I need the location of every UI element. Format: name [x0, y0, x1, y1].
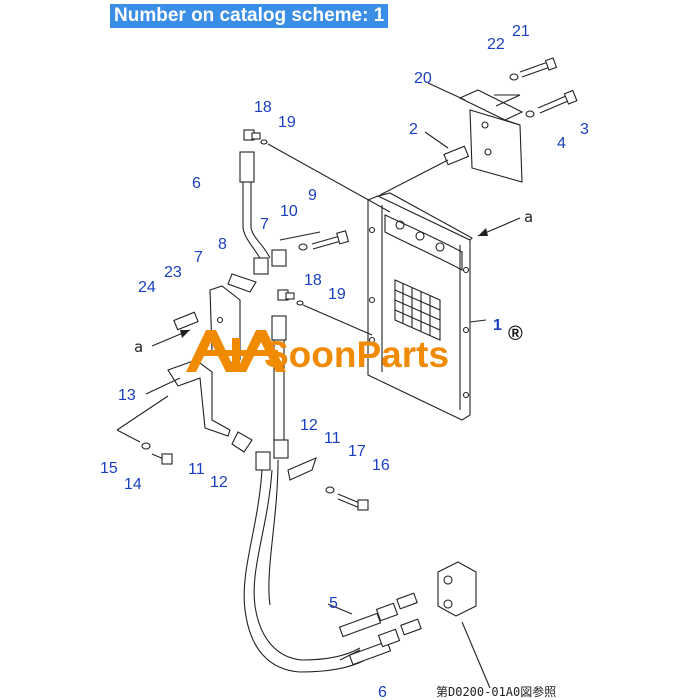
label-5: 5	[329, 595, 338, 612]
logo-registered-mark: ®	[508, 323, 523, 345]
label-20: 20	[414, 70, 432, 87]
label-8: 8	[218, 236, 227, 253]
label-12-left: 12	[210, 474, 228, 491]
label-15: 15	[100, 460, 118, 477]
label-23: 23	[164, 264, 182, 281]
label-14: 14	[124, 476, 142, 493]
label-7-left: 7	[194, 249, 203, 266]
label-2: 2	[409, 121, 418, 138]
label-16: 16	[372, 457, 390, 474]
label-13: 13	[118, 387, 136, 404]
label-6-top: 6	[192, 175, 201, 192]
label-22: 22	[487, 36, 505, 53]
catalog-scheme-banner: Number on catalog scheme: 1	[110, 4, 389, 28]
label-24: 24	[138, 279, 156, 296]
label-18-middle: 18	[304, 272, 322, 289]
label-10: 10	[280, 203, 298, 220]
label-18-top: 18	[254, 99, 272, 116]
upper-bracket	[458, 89, 524, 183]
label-7-right: 7	[260, 216, 269, 233]
bolt-3	[525, 89, 578, 118]
label-17: 17	[348, 443, 366, 460]
bolt-9	[298, 230, 350, 251]
spacer-24	[173, 311, 199, 331]
logo-wordmark: SoonParts	[264, 334, 449, 375]
bolt-16	[325, 486, 369, 511]
label-19-middle: 19	[328, 286, 346, 303]
view-arrow-a-left	[151, 329, 191, 347]
leader-lines	[116, 82, 521, 689]
label-12-right: 12	[300, 417, 318, 434]
clamps-upper	[227, 231, 321, 293]
label-9: 9	[308, 187, 317, 204]
upper-hose-fitting	[239, 151, 271, 263]
label-1: 1	[493, 317, 502, 334]
bolt-21	[509, 57, 558, 81]
elbow-18-top	[243, 129, 268, 145]
part-number-labels: 1 2 3 4 5 6 6 7 7 8 9 10 11 11 12 12 13 …	[100, 23, 589, 700]
view-marker-a-right: a	[524, 208, 533, 226]
logo-mark-icon	[186, 330, 286, 372]
label-11-left: 11	[188, 461, 205, 478]
label-4: 4	[557, 135, 566, 152]
label-3: 3	[580, 121, 589, 138]
view-arrow-a-right	[477, 217, 521, 237]
soonparts-logo: SoonParts ®	[186, 323, 523, 375]
oil-cooler-assembly	[367, 192, 473, 421]
label-19-top: 19	[278, 114, 296, 131]
reference-note: 第D0200-01A0図参照	[436, 684, 556, 699]
label-6-bottom: 6	[378, 684, 387, 700]
hose-ends	[338, 561, 477, 666]
label-21: 21	[512, 23, 530, 40]
label-11-right: 11	[324, 430, 341, 447]
clamps-lower	[231, 431, 317, 481]
elbow-18-middle	[277, 289, 373, 336]
spacer	[379, 145, 470, 196]
view-marker-a-left: a	[134, 338, 143, 356]
bolt-14	[141, 442, 173, 465]
